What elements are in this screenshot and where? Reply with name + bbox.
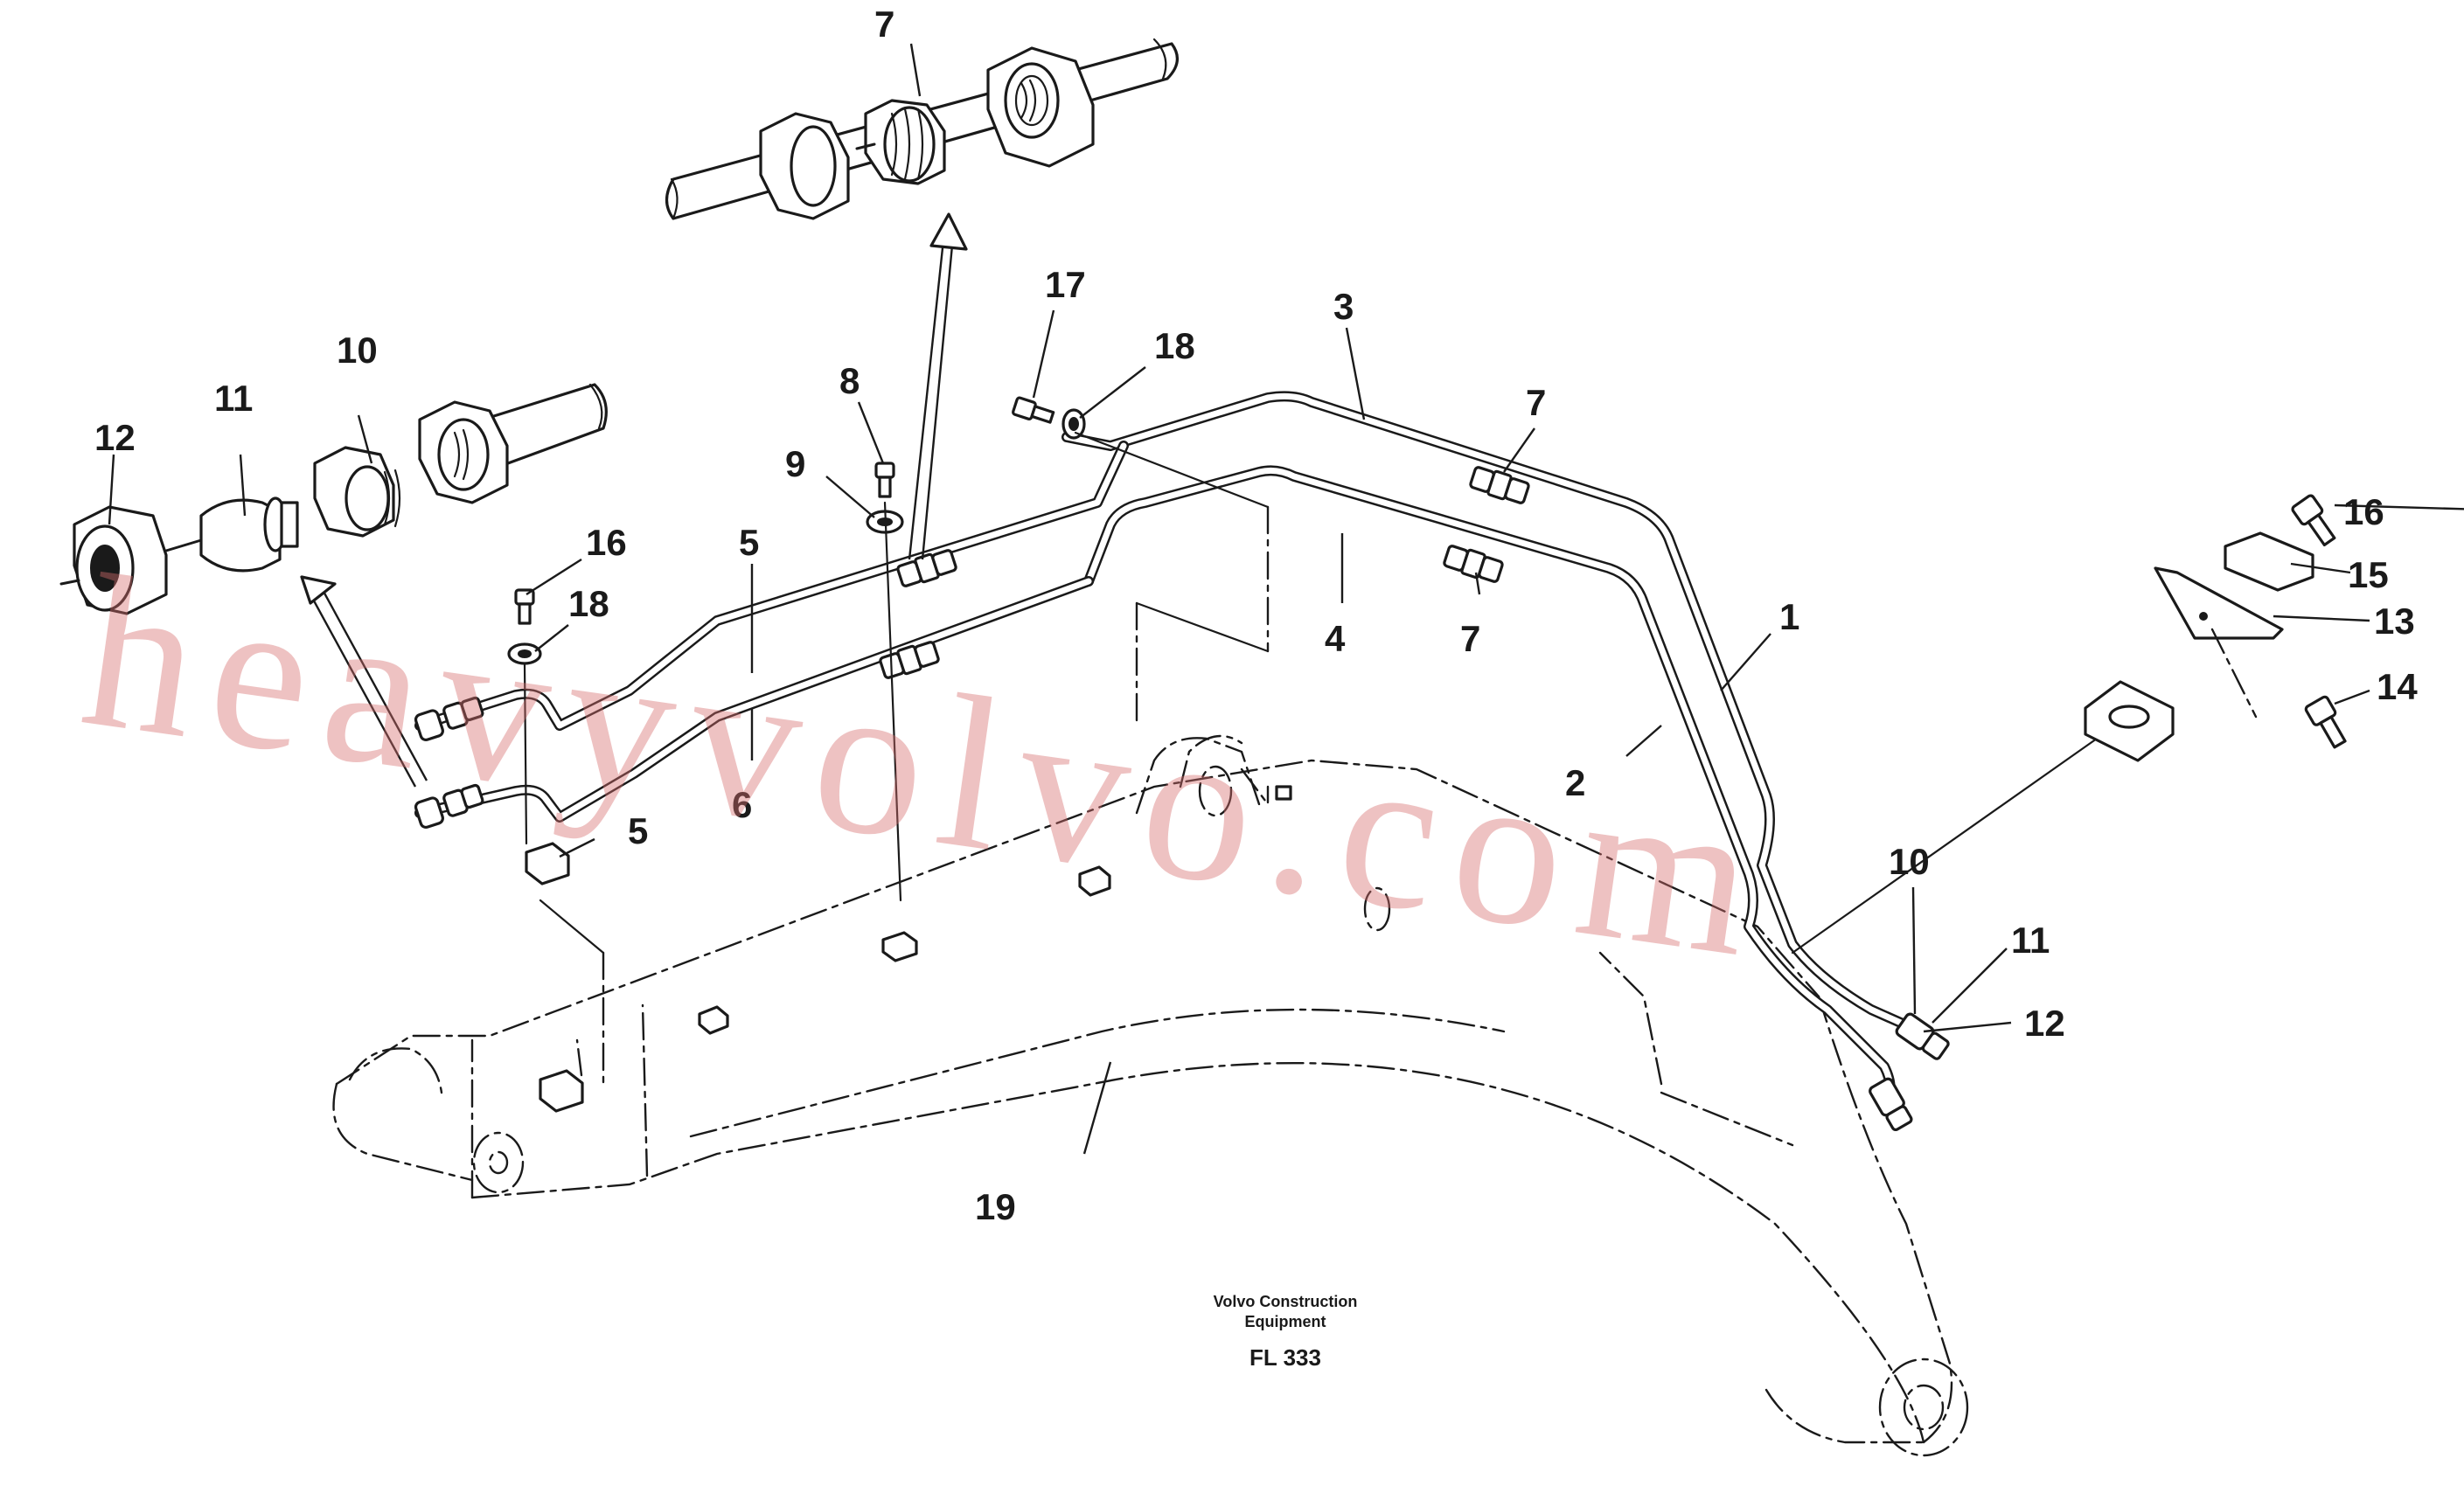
callout-14: 14 <box>2377 666 2418 707</box>
callout-10-right: 10 <box>1889 841 1930 882</box>
callout-7-lower: 7 <box>1460 618 1480 659</box>
boom-arm <box>332 734 1969 1457</box>
hex-nut-left-10 <box>418 400 509 504</box>
pipe-4 <box>1083 465 1896 1102</box>
bracket-13 <box>2154 566 2284 640</box>
leader-lines <box>108 43 2464 1155</box>
arrow-top <box>908 212 968 560</box>
arrow-left <box>300 575 428 788</box>
assembly-lines <box>523 431 2099 1086</box>
pipe-6 <box>414 576 1094 823</box>
hex-nut-top-left <box>759 112 850 220</box>
callout-17: 17 <box>1045 264 1086 305</box>
pipe-5 <box>414 441 1129 731</box>
hex-nut-left-12 <box>73 505 168 615</box>
callout-11-left: 11 <box>214 378 253 419</box>
callout-7-top: 7 <box>874 3 894 45</box>
caption-code: FL 333 <box>1249 1344 1321 1371</box>
callout-11-right: 11 <box>2011 920 2050 961</box>
caption-block: Volvo Construction Equipment FL 333 <box>1214 1293 1358 1371</box>
callout-3: 3 <box>1333 286 1354 327</box>
hex-nut-top-right <box>986 46 1095 168</box>
callout-16-left: 16 <box>586 522 627 563</box>
clamp-15 <box>2224 531 2314 592</box>
caption-company-line1: Volvo Construction <box>1214 1293 1358 1310</box>
callout-10-left: 10 <box>337 330 378 371</box>
pipe-end-fittings-left <box>414 696 484 830</box>
adapter-10 <box>313 446 401 538</box>
callout-7-mid: 7 <box>1526 382 1546 423</box>
seal-11 <box>199 496 299 573</box>
callout-16-right: 16 <box>2343 491 2384 532</box>
washer-18-top <box>1061 408 1086 440</box>
bolt-8 <box>874 462 895 498</box>
union-body-top <box>864 99 946 185</box>
bolt-16-right <box>2291 494 2336 547</box>
callout-18-mid: 18 <box>568 583 609 624</box>
callout-12-left: 12 <box>94 417 136 458</box>
callout-9: 9 <box>785 443 805 484</box>
bolt-17 <box>1012 396 1055 424</box>
callout-15: 15 <box>2348 554 2389 595</box>
callout-18-top: 18 <box>1154 325 1195 366</box>
clamp-block-detail <box>2084 680 2175 762</box>
callout-13: 13 <box>2374 601 2415 642</box>
bolt-14 <box>2304 695 2347 749</box>
callout-5-lower: 5 <box>628 810 648 851</box>
caption-company-line2: Equipment <box>1245 1313 1326 1330</box>
detail-left-fitting <box>59 383 608 615</box>
callouts: 7 10 11 12 17 18 3 8 9 16 5 18 7 4 7 1 2… <box>94 3 2418 1227</box>
callout-8: 8 <box>839 360 860 401</box>
callout-6: 6 <box>732 784 752 825</box>
watermark: heavyvolvo.com <box>71 529 1784 1004</box>
pipe-end-fittings-right <box>1869 1012 1950 1132</box>
callout-12-right: 12 <box>2024 1003 2065 1044</box>
detail-top-union <box>665 38 1179 220</box>
pipe-3 <box>1061 391 1916 1032</box>
callout-5-upper: 5 <box>739 522 759 563</box>
callout-19: 19 <box>975 1186 1016 1227</box>
callout-2: 2 <box>1565 762 1585 803</box>
union-fittings <box>879 466 1530 679</box>
callout-1: 1 <box>1779 596 1799 637</box>
clamp-detail-right <box>2084 494 2347 762</box>
callout-4: 4 <box>1325 618 1346 659</box>
clamp-blocks <box>525 785 1292 1113</box>
